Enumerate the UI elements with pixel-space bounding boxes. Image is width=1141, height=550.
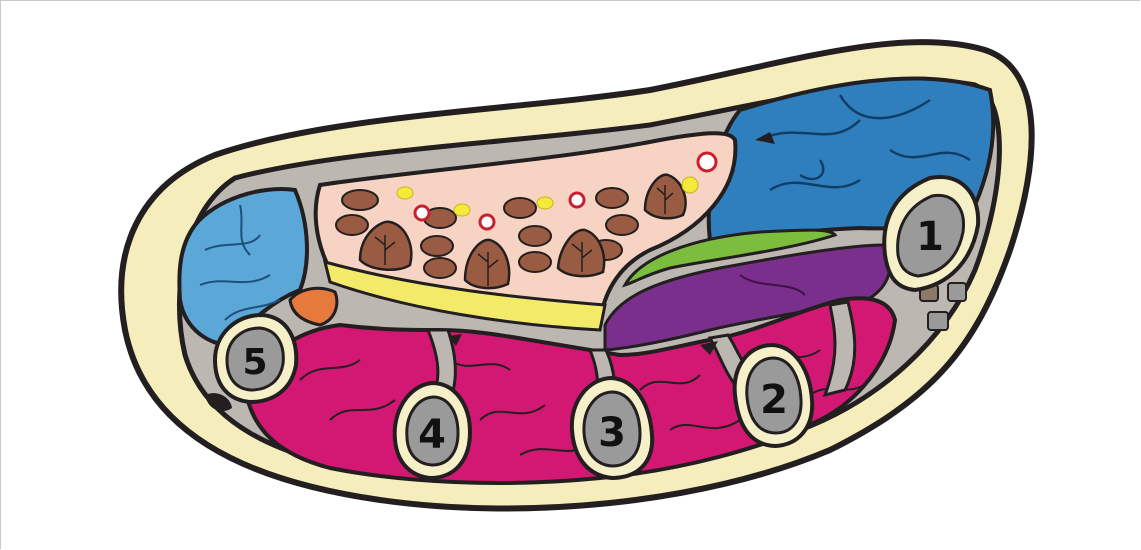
bone-label-3: 3 xyxy=(598,410,626,456)
bone-label-2: 2 xyxy=(760,377,788,423)
metacarpal-4: 4 xyxy=(395,383,470,478)
metacarpal-5: 5 xyxy=(215,315,296,402)
metacarpal-3: 3 xyxy=(572,378,652,478)
metacarpal-2: 2 xyxy=(735,345,812,446)
bone-label-1: 1 xyxy=(916,214,944,260)
bone-label-4: 4 xyxy=(418,412,446,458)
bone-label-5: 5 xyxy=(242,342,267,383)
